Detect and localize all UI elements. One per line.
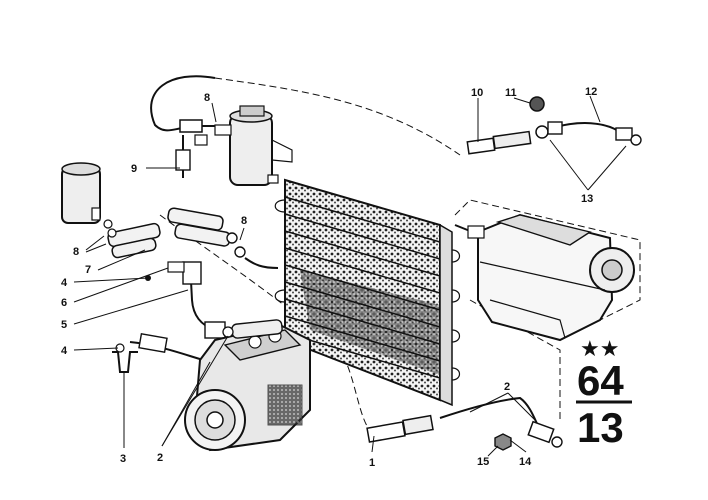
callout-3: 3 [120, 453, 126, 465]
callout-13: 13 [581, 193, 593, 205]
badge-group-number: 64 [577, 357, 624, 404]
badge-stars: ★★ [580, 337, 619, 362]
callout-4-upper: 4 [61, 277, 68, 289]
callouts: 8 9 8 8 7 4 6 5 4 3 2 1 2 14 15 10 11 12… [61, 86, 597, 469]
callout-15: 15 [477, 456, 489, 468]
callout-9: 9 [131, 163, 137, 175]
callout-11: 11 [505, 87, 517, 99]
callout-8-center: 8 [241, 215, 247, 227]
hose-compressor-lines [129, 261, 226, 363]
callout-8-top: 8 [204, 92, 210, 104]
hose-fittings-left [103, 219, 161, 259]
receiver-drier [214, 105, 293, 186]
evaporator-housing [454, 213, 635, 342]
callout-14: 14 [519, 456, 532, 468]
callout-7: 7 [85, 264, 91, 276]
callout-2-right: 2 [504, 381, 510, 393]
hose-top-right [466, 96, 642, 155]
fitting-9 [175, 134, 208, 178]
callout-8-left: 8 [73, 246, 79, 258]
lower-hose [366, 396, 563, 451]
drier-left [61, 162, 101, 224]
callout-10: 10 [471, 87, 483, 99]
callout-5: 5 [61, 319, 67, 331]
badge-subgroup-number: 13 [577, 404, 624, 451]
callout-12: 12 [585, 86, 597, 98]
callout-6: 6 [61, 297, 67, 309]
compressor [184, 319, 311, 452]
callout-1: 1 [369, 457, 375, 469]
group-badge: ★★ 64 13 [576, 337, 632, 451]
callout-2-left: 2 [157, 452, 163, 464]
leader-lines [73, 95, 627, 457]
hose-fittings-center [167, 207, 279, 269]
condenser [274, 178, 461, 407]
upper-hose [150, 75, 218, 133]
callout-4-lower: 4 [61, 345, 68, 357]
